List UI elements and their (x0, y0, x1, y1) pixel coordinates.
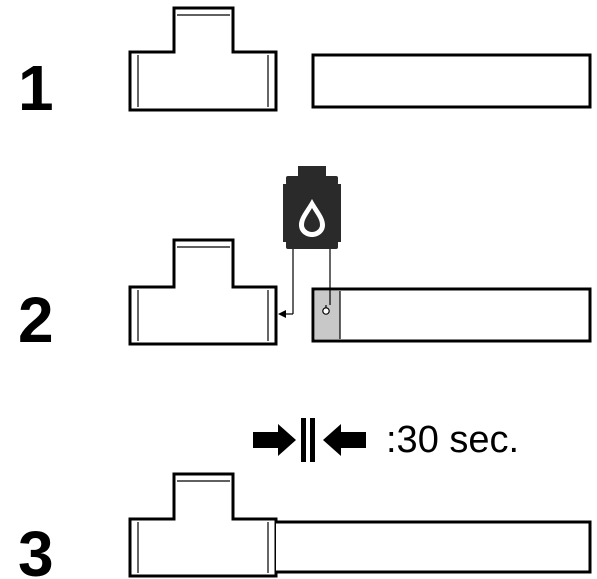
press-indicator: :30 sec. (253, 418, 519, 462)
tee-fitting-1 (128, 6, 278, 112)
tee-fitting-2 (128, 238, 278, 346)
pipe-3-joined (276, 520, 592, 574)
step-3-number: 3 (18, 518, 54, 579)
pipe-2 (311, 287, 592, 343)
step-2: 2 (18, 166, 592, 356)
press-together-arrows-icon (253, 418, 366, 462)
step-2-number: 2 (18, 284, 54, 356)
pipe-1 (311, 53, 592, 109)
tee-fitting-3 (128, 472, 278, 578)
application-lines (278, 249, 331, 318)
step-1-number: 1 (18, 52, 54, 124)
cement-coat (315, 291, 340, 339)
liquid-drop-icon (299, 199, 325, 237)
step-1: 1 (18, 6, 592, 124)
solvent-cement-can-icon (283, 166, 341, 249)
step-3: 3 (18, 472, 592, 579)
press-time-label: :30 sec. (386, 419, 519, 461)
